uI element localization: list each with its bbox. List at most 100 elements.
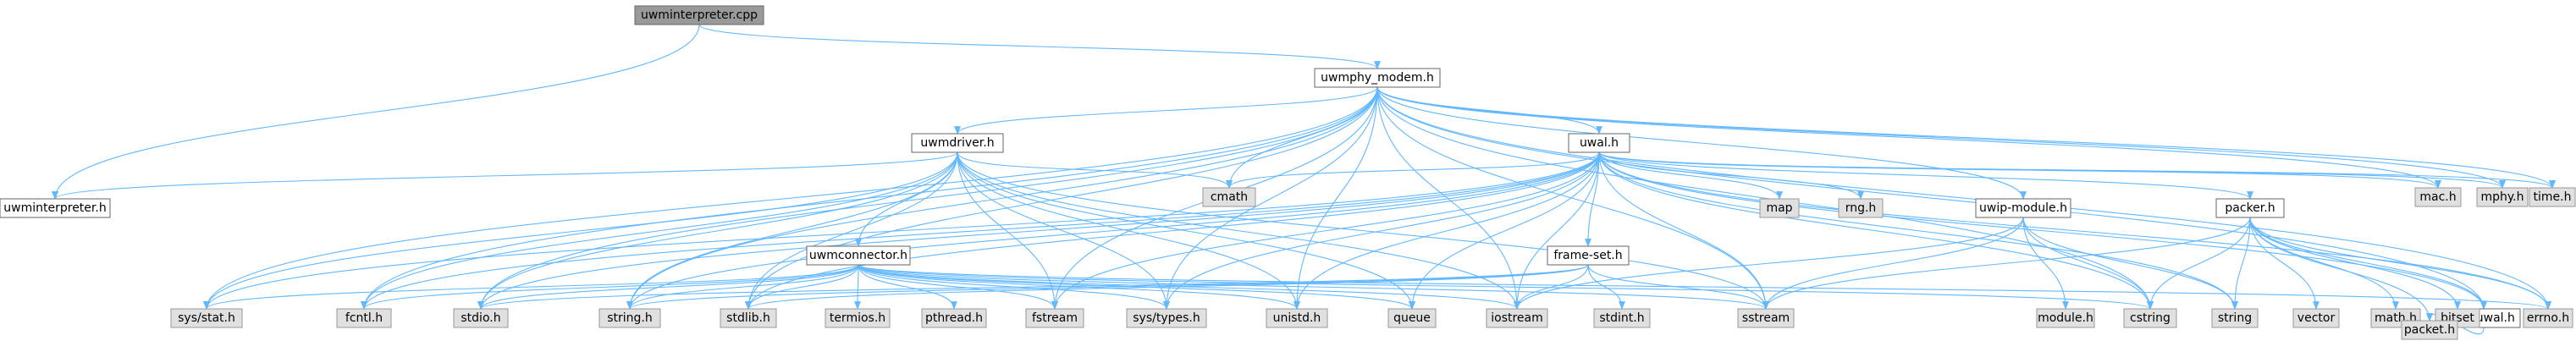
node-uwal-h[interactable]: uwal.h: [1568, 133, 1630, 153]
node-label: pthread.h: [925, 311, 983, 325]
edge-packer-h-to-sstream: [1762, 217, 2251, 310]
node-box: [1737, 308, 1795, 328]
node-label: termios.h: [830, 311, 885, 325]
node-box: [336, 308, 392, 328]
edge-uwal-h-to-sys-stat-h: [203, 151, 1600, 310]
node-uwminterpreter-cpp[interactable]: uwminterpreter.cpp: [634, 5, 764, 25]
edge-uwmdriver-h-to-iostream: [957, 151, 1520, 310]
node-string: string: [2211, 308, 2259, 328]
node-box: [2036, 308, 2095, 328]
edge-packer-h-to-errno-h: [2249, 217, 2551, 310]
node-label: mphy.h: [2480, 190, 2524, 204]
edge-uwmconnector-h-to-errno-h: [858, 264, 2551, 310]
node-uwmconnector-h[interactable]: uwmconnector.h: [806, 245, 911, 266]
node-label: vector: [2297, 311, 2336, 325]
node-packet-h: packet.h: [2401, 320, 2458, 340]
edge-uwmphy-modem-h-to-time-h: [1376, 86, 2556, 189]
node-box: [1387, 308, 1437, 328]
edge-uwmdriver-h-to-sys-stat-h: [203, 151, 958, 310]
edge-uwal-h-to-iostream: [1514, 151, 1600, 310]
edge-uwal-h-to-unistd-h: [1294, 151, 1600, 310]
node-frame-set-h[interactable]: frame-set.h: [1547, 245, 1630, 266]
node-box: [1025, 308, 1084, 328]
node-box: [921, 308, 987, 328]
edge-uwminterpreter-cpp-to-uwmphy-modem-h: [698, 24, 1381, 69]
edge-uwal-h-to-errno-h: [1598, 151, 2551, 310]
edge-uwip-module-h-to-iostream: [1514, 217, 2024, 310]
node-label: fstream: [1032, 311, 1078, 325]
node-label: mac.h: [2419, 190, 2456, 204]
edge-uwmconnector-h-to-sys-stat-h: [203, 264, 859, 310]
node-label: module.h: [2038, 311, 2093, 325]
edge-packer-h-to-vector: [2249, 217, 2320, 310]
node-box: [2123, 308, 2177, 328]
node-stdlib-h: stdlib.h: [720, 308, 777, 328]
node-sstream: sstream: [1737, 308, 1795, 328]
node-string-h: string.h: [598, 308, 661, 328]
edge-packer-h-to-cstring: [2147, 217, 2251, 310]
node-box: [2401, 320, 2458, 340]
node-uwmphy-modem-h[interactable]: uwmphy_modem.h: [1314, 68, 1441, 88]
edge-uwal-h-to-cstring: [1598, 151, 2154, 310]
node-label: stdio.h: [461, 311, 500, 325]
node-box: [1593, 308, 1651, 328]
edge-uwmphy-modem-h-to-sys-stat-h: [203, 86, 1378, 310]
node-box: [911, 133, 1004, 153]
edge-uwmphy-modem-h-to-errno-h: [1376, 86, 2551, 310]
node-errno-h: errno.h: [2523, 308, 2573, 328]
edge-packer-h-to-math-h: [2249, 217, 2399, 310]
node-box: [2215, 198, 2285, 218]
edge-uwip-module-h-to-sstream: [1762, 217, 2024, 310]
node-packer-h[interactable]: packer.h: [2215, 198, 2285, 218]
node-box: [2292, 308, 2340, 328]
node-label: unistd.h: [1273, 311, 1321, 325]
edge-uwmconnector-h-to-unistd-h: [858, 264, 1300, 310]
node-box: [453, 308, 509, 328]
node-cstring: cstring: [2123, 308, 2177, 328]
node-label: sstream: [1742, 311, 1790, 325]
node-iostream: iostream: [1486, 308, 1548, 328]
node-label: sys/types.h: [1133, 311, 1200, 325]
edge-uwal-h-to-string-h: [626, 151, 1600, 310]
edge-uwmphy-modem-h-to-cstring: [1376, 86, 2154, 310]
edge-frame-set-h-to-string-h: [626, 264, 1589, 310]
edge-uwal-h-to-rng-h: [1598, 151, 1864, 200]
node-label: packer.h: [2225, 201, 2275, 215]
edge-uwal-h-to-time-h: [1598, 151, 2556, 189]
node-box: [2211, 308, 2259, 328]
node-label: cstring: [2130, 311, 2171, 325]
edge-uwmconnector-h-to-sstream: [858, 264, 1769, 310]
edge-uwip-module-h-to-module-h: [2022, 217, 2069, 310]
node-uwminterpreter-h[interactable]: uwminterpreter.h: [0, 198, 111, 218]
node-label: rng.h: [1845, 201, 1877, 215]
node-label: stdint.h: [1599, 311, 1644, 325]
node-label: time.h: [2534, 190, 2572, 204]
edge-uwal-h-to-string: [1598, 151, 2238, 310]
node-box: [2529, 187, 2576, 207]
edge-frame-set-h-to-sstream: [1587, 264, 1769, 310]
node-label: uwminterpreter.h: [3, 201, 106, 215]
edge-uwmconnector-h-to-pthread-h: [858, 264, 957, 310]
node-box: [1314, 68, 1441, 88]
edge-packer-h-to-bitset: [2249, 217, 2461, 310]
edge-uwal-h-to-fcntl-h: [361, 151, 1600, 310]
edge-uwmconnector-h-to-fcntl-h: [361, 264, 859, 310]
node-label: uwmdriver.h: [920, 136, 994, 150]
node-uwip-module-h[interactable]: uwip-module.h: [1975, 198, 2071, 218]
node-box: [825, 308, 891, 328]
node-box: [1126, 308, 1207, 328]
node-box: [1568, 133, 1630, 153]
node-label: stdlib.h: [726, 311, 770, 325]
edge-uwip-module-h-to-cstring: [2022, 217, 2154, 310]
edge-packer-h-to-hdr-uwal-h: [2249, 217, 2487, 310]
edge-packer-h-to-string: [2231, 217, 2251, 310]
edge-uwminterpreter-cpp-to-uwminterpreter-h: [52, 24, 700, 200]
edge-uwmconnector-h-to-cstring: [858, 264, 2154, 310]
node-uwmdriver-h[interactable]: uwmdriver.h: [911, 133, 1004, 153]
edge-uwal-h-to-frame-set-h: [1585, 151, 1600, 247]
edge-uwal-h-to-cmath: [1226, 151, 1600, 189]
edge-uwmphy-modem-h-to-mphy-h: [1376, 86, 2506, 189]
edge-uwip-module-h-to-string: [2022, 217, 2238, 310]
node-label: frame-set.h: [1553, 249, 1622, 262]
